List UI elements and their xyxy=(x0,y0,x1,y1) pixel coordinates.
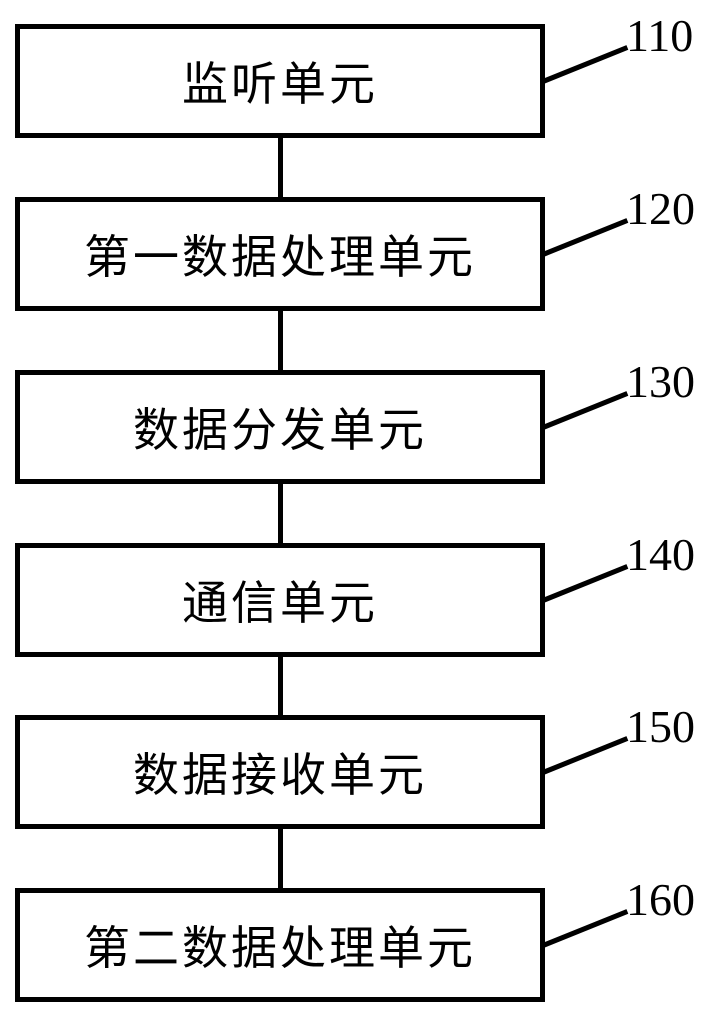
connector-130-140 xyxy=(278,482,283,545)
ref-label-150: 150 xyxy=(626,701,695,752)
box-listening-unit: 监听单元 xyxy=(15,24,545,138)
box-first-data-processing-unit-label: 第一数据处理单元 xyxy=(84,232,476,283)
box-communication-unit: 通信单元 xyxy=(15,543,545,657)
box-first-data-processing-unit: 第一数据处理单元 xyxy=(15,197,545,311)
box-second-data-processing-unit: 第二数据处理单元 xyxy=(15,888,545,1002)
ref-label-120: 120 xyxy=(626,183,695,234)
leader-line-150 xyxy=(542,736,629,775)
leader-line-140 xyxy=(542,564,629,603)
box-communication-unit-label: 通信单元 xyxy=(182,578,378,629)
box-data-receiving-unit: 数据接收单元 xyxy=(15,715,545,829)
ref-label-160: 160 xyxy=(626,874,695,925)
ref-label-110: 110 xyxy=(626,10,694,61)
leader-line-160 xyxy=(542,909,629,948)
box-data-receiving-unit-label: 数据接收单元 xyxy=(133,750,427,801)
connector-120-130 xyxy=(278,309,283,372)
box-data-distribution-unit-label: 数据分发单元 xyxy=(133,405,427,456)
connector-110-120 xyxy=(278,136,283,199)
connector-150-160 xyxy=(278,827,283,890)
ref-label-140: 140 xyxy=(626,529,695,580)
ref-label-130: 130 xyxy=(626,356,695,407)
box-second-data-processing-unit-label: 第二数据处理单元 xyxy=(84,923,476,974)
leader-line-110 xyxy=(542,45,629,84)
connector-140-150 xyxy=(278,655,283,717)
leader-line-120 xyxy=(542,218,629,257)
box-data-distribution-unit: 数据分发单元 xyxy=(15,370,545,484)
leader-line-130 xyxy=(542,391,629,430)
box-listening-unit-label: 监听单元 xyxy=(182,59,378,110)
